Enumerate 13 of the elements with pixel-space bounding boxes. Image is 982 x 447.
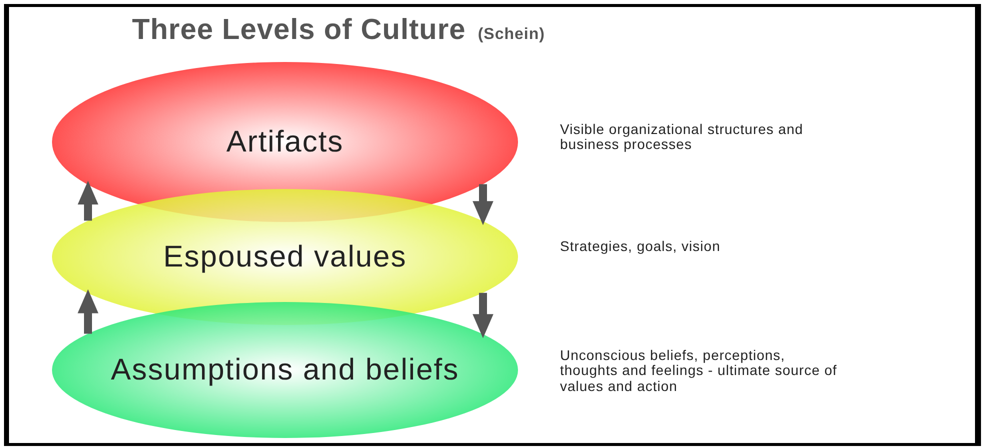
block-arrow [78, 180, 98, 221]
subtitle: (Schein) [478, 26, 545, 44]
block-arrow [78, 289, 98, 334]
level-name: Artifacts [225, 126, 345, 158]
level-name: Assumptions and beliefs [110, 354, 460, 386]
level-ellipse [52, 302, 518, 438]
title: Three Levels of Culture [132, 14, 466, 47]
level-description: Unconscious beliefs, perceptions, thoughts and feelings - ultimate source of values and action [560, 348, 838, 394]
block-arrow [472, 292, 494, 338]
block-arrow [472, 184, 494, 226]
level-name: Espoused values [162, 240, 408, 274]
level-description: Strategies, goals, vision [560, 239, 722, 254]
level-description: Visible organizational structures and business processes [560, 122, 804, 153]
